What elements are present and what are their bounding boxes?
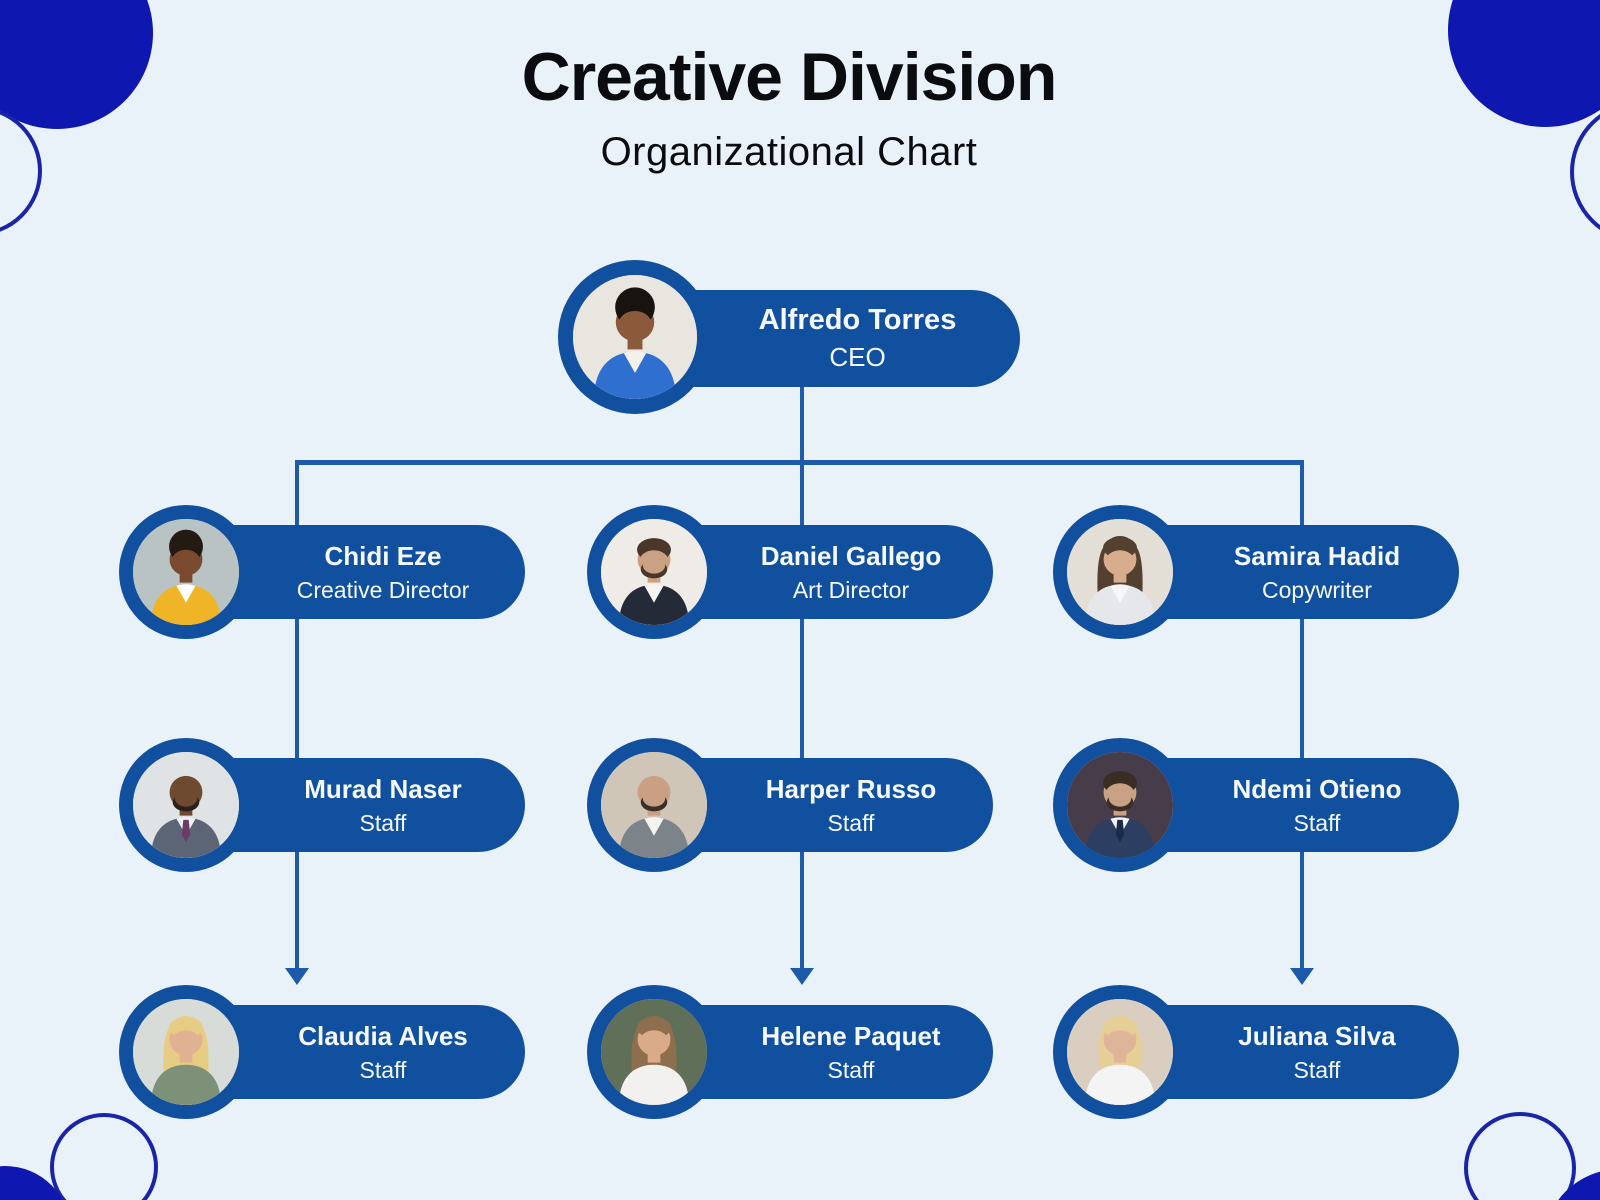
connector-column-center: [800, 462, 804, 968]
person-role: CEO: [829, 342, 886, 372]
person-name: Ndemi Otieno: [1232, 773, 1402, 804]
connector-column-left: [295, 462, 299, 968]
person-photo-illustration: [133, 999, 239, 1105]
avatar: [601, 999, 707, 1105]
person-name: Chidi Eze: [324, 540, 442, 571]
person-role: Staff: [1293, 809, 1341, 836]
person-photo-illustration: [133, 519, 239, 625]
node-murad-naser: Murad Naser Staff: [119, 738, 525, 872]
avatar: [133, 999, 239, 1105]
person-photo-illustration: [1067, 752, 1173, 858]
avatar: [1067, 519, 1173, 625]
person-role: Creative Director: [296, 576, 470, 603]
person-role: Art Director: [792, 576, 910, 603]
corner-circle-bottom-left-outline: [50, 1113, 158, 1200]
avatar-ring: [1053, 738, 1187, 872]
person-photo-illustration: [601, 999, 707, 1105]
person-name: Harper Russo: [765, 773, 937, 804]
avatar-ring: [1053, 985, 1187, 1119]
person-name: Helene Paquet: [761, 1020, 941, 1051]
chart-title: Creative Division: [521, 39, 1058, 115]
person-role: Staff: [827, 809, 875, 836]
person-photo-illustration: [601, 519, 707, 625]
person-photo-illustration: [601, 752, 707, 858]
chart-subtitle: Organizational Chart: [600, 130, 978, 174]
node-juliana-silva: Juliana Silva Staff: [1053, 985, 1459, 1119]
avatar: [133, 752, 239, 858]
node-samira-hadid: Samira Hadid Copywriter: [1053, 505, 1459, 639]
node-chidi-eze: Chidi Eze Creative Director: [119, 505, 525, 639]
connector-ceo-drop: [800, 385, 804, 462]
person-name: Claudia Alves: [298, 1020, 468, 1051]
node-daniel-gallego: Daniel Gallego Art Director: [587, 505, 993, 639]
avatar-ring: [1053, 505, 1187, 639]
corner-circle-bottom-right-outline: [1464, 1112, 1576, 1200]
person-photo-illustration: [573, 275, 697, 399]
person-name: Alfredo Torres: [758, 304, 957, 336]
avatar-ring: [587, 985, 721, 1119]
avatar-ring: [558, 260, 712, 414]
avatar: [1067, 752, 1173, 858]
connector-arrowhead-right: [1290, 968, 1314, 985]
avatar-ring: [587, 738, 721, 872]
node-claudia-alves: Claudia Alves Staff: [119, 985, 525, 1119]
chart-header: Creative Division Organizational Chart: [0, 38, 1578, 175]
person-role: Staff: [359, 1056, 407, 1083]
person-role: Staff: [1293, 1056, 1341, 1083]
node-alfredo-torres: Alfredo Torres CEO: [558, 260, 1020, 414]
node-helene-paquet: Helene Paquet Staff: [587, 985, 993, 1119]
person-name: Samira Hadid: [1233, 540, 1401, 571]
avatar: [133, 519, 239, 625]
avatar: [1067, 999, 1173, 1105]
connector-arrowhead-left: [285, 968, 309, 985]
avatar: [601, 519, 707, 625]
avatar-ring: [119, 505, 253, 639]
person-role: Staff: [359, 809, 407, 836]
person-name: Daniel Gallego: [760, 540, 942, 571]
person-photo-illustration: [1067, 519, 1173, 625]
avatar-ring: [119, 985, 253, 1119]
person-name: Juliana Silva: [1238, 1020, 1396, 1051]
avatar: [573, 275, 697, 399]
avatar-ring: [587, 505, 721, 639]
person-role: Copywriter: [1262, 576, 1372, 603]
connector-arrowhead-center: [790, 968, 814, 985]
person-photo-illustration: [1067, 999, 1173, 1105]
connector-horizontal: [295, 460, 1304, 465]
person-photo-illustration: [133, 752, 239, 858]
node-ndemi-otieno: Ndemi Otieno Staff: [1053, 738, 1459, 872]
avatar: [601, 752, 707, 858]
connector-column-right: [1300, 462, 1304, 968]
node-harper-russo: Harper Russo Staff: [587, 738, 993, 872]
person-name: Murad Naser: [304, 773, 462, 804]
person-role: Staff: [827, 1056, 875, 1083]
avatar-ring: [119, 738, 253, 872]
